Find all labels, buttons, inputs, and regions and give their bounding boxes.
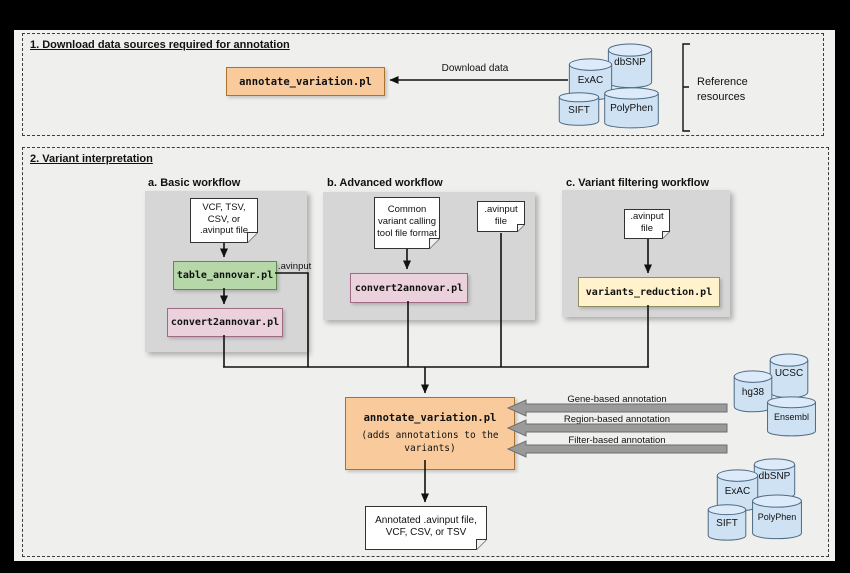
convert2annovar-advanced-box: convert2annovar.pl — [350, 273, 468, 303]
sift-database-icon: SIFT — [558, 92, 600, 127]
table-annovar-box: table_annovar.pl — [173, 261, 277, 290]
annotate-variation-subtitle: (adds annotations to the variants) — [361, 430, 499, 454]
variants-reduction-label: variants_reduction.pl — [585, 286, 713, 298]
filter-annotation-label: Filter-based annotation — [568, 435, 666, 446]
table-annovar-label: table_annovar.pl — [176, 270, 274, 281]
filtering-workflow-label: c. Variant filtering workflow — [566, 177, 710, 189]
advanced-input-file-text: Common variant calling tool file format — [377, 204, 437, 239]
output-file-text: Annotated .avinput file, VCF, CSV, or TS… — [375, 514, 477, 539]
download-data-arrow-label: Download data — [441, 63, 509, 74]
sift2-label: SIFT — [716, 518, 738, 530]
advanced-input-file-note: Common variant calling tool file format — [374, 197, 440, 249]
dbsnp-label: dbSNP — [614, 57, 646, 69]
sift-label: SIFT — [568, 105, 590, 117]
polyphen2-database-icon: PolyPhen — [751, 494, 803, 541]
polyphen-database-icon: PolyPhen — [603, 87, 660, 130]
basic-input-file-text: VCF, TSV, CSV, or .avinput file — [199, 201, 249, 237]
exac2-database-icon: ExAC — [716, 469, 759, 513]
hg38-database-icon: hg38 — [733, 370, 773, 414]
annotate-variation-main-box: annotate_variation.pl (adds annotations … — [345, 397, 515, 470]
convert2annovar-basic-box: convert2annovar.pl — [167, 308, 283, 337]
ucsc-database-icon: UCSC — [769, 353, 809, 400]
exac-label: ExAC — [577, 74, 604, 86]
ensembl-label: Ensembl — [773, 411, 809, 422]
filtering-avinput-text: .avinput file — [630, 211, 664, 234]
annotate-variation-download-label: annotate_variation.pl — [239, 75, 372, 88]
section1-title: 1. Download data sources required for an… — [30, 39, 290, 51]
variants-reduction-box: variants_reduction.pl — [578, 277, 720, 307]
ensembl-database-icon: Ensembl — [766, 396, 817, 438]
filtering-avinput-note: .avinput file — [624, 209, 670, 239]
advanced-workflow-label: b. Advanced workflow — [327, 177, 443, 189]
reference-resources-label: Reference resources — [697, 76, 748, 103]
advanced-avinput-note: .avinput file — [477, 201, 525, 232]
annotate-variation-main-label: annotate_variation.pl — [363, 412, 497, 425]
avinput-edge-label: .avinput — [278, 261, 312, 272]
exac2-label: ExAC — [724, 485, 751, 497]
polyphen-label: PolyPhen — [610, 103, 653, 115]
dbsnp2-label: dbSNP — [758, 470, 791, 482]
output-file-note: Annotated .avinput file, VCF, CSV, or TS… — [365, 506, 487, 550]
dbsnp2-database-icon: dbSNP — [753, 458, 796, 501]
ucsc-label: UCSC — [774, 368, 804, 380]
dbsnp-database-icon: dbSNP — [607, 43, 653, 90]
section-download-data — [22, 33, 824, 136]
convert2annovar-advanced-label: convert2annovar.pl — [354, 282, 464, 294]
section2-title: 2. Variant interpretation — [30, 153, 153, 165]
advanced-avinput-text: .avinput file — [484, 203, 518, 227]
region-annotation-label: Region-based annotation — [563, 414, 671, 425]
convert2annovar-basic-label: convert2annovar.pl — [170, 317, 280, 328]
gene-annotation-label: Gene-based annotation — [567, 394, 667, 405]
hg38-label: hg38 — [741, 386, 765, 398]
sift2-database-icon: SIFT — [707, 504, 747, 542]
exac-database-icon: ExAC — [568, 58, 613, 102]
annotate-variation-download-box: annotate_variation.pl — [226, 67, 385, 96]
basic-input-file-note: VCF, TSV, CSV, or .avinput file — [190, 198, 258, 243]
polyphen2-label: PolyPhen — [757, 511, 797, 522]
basic-workflow-label: a. Basic workflow — [148, 177, 241, 189]
